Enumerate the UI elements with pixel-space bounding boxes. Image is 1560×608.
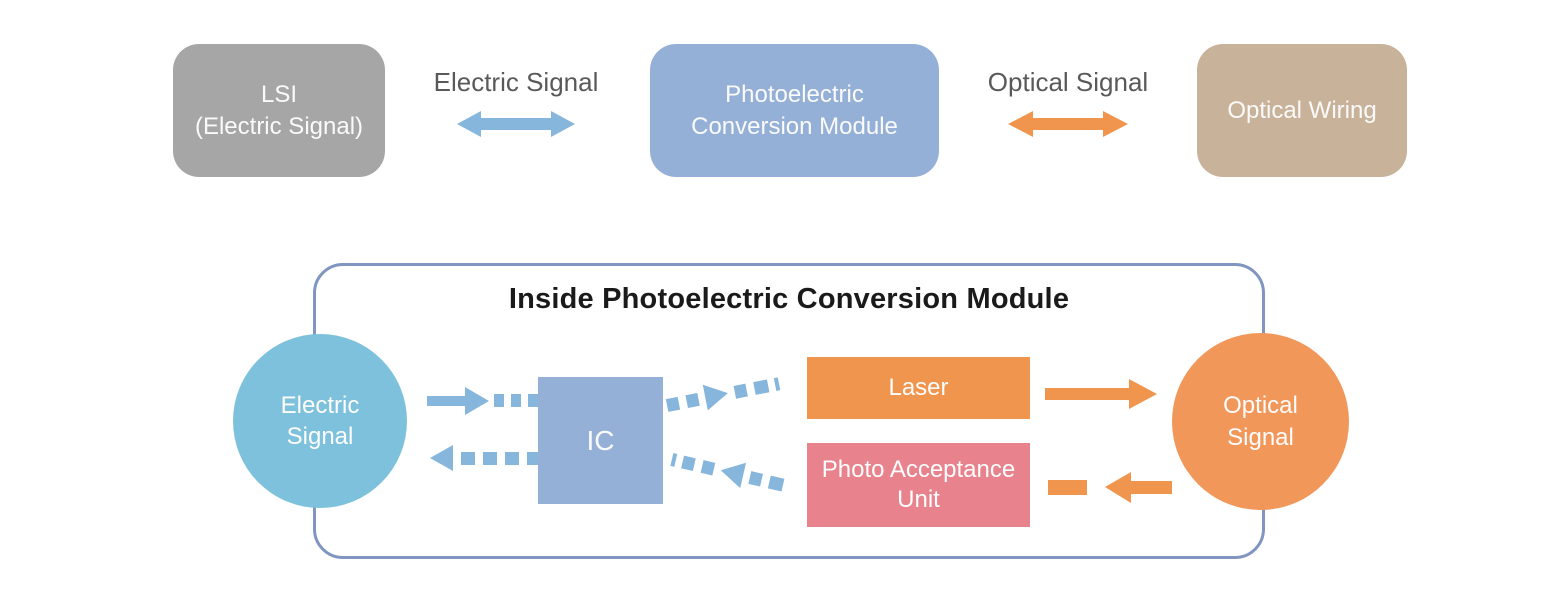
optical-signal-label: Optical Signal [987, 67, 1149, 97]
ic-label: IC [586, 424, 615, 456]
optical-wiring-label: Optical Wiring [1227, 96, 1377, 124]
laser-box: Laser [807, 357, 1030, 419]
optical-circle-line1: Optical [1223, 392, 1298, 420]
optical-wiring-box: Optical Wiring [1197, 44, 1407, 177]
optical-double-arrow-icon [1008, 109, 1128, 144]
ic-to-electric-dashed-arrow-icon [430, 445, 541, 471]
lsi-box-line2: (Electric Signal) [194, 112, 364, 140]
electric-circle-line1: Electric [280, 391, 360, 419]
electric-signal-circle: Electric Signal [233, 334, 407, 508]
electric-circle-line2: Signal [286, 423, 354, 450]
optical-circle-line2: Signal [1227, 423, 1294, 451]
module-box-line2: Conversion Module [691, 112, 898, 140]
photo-acceptance-line2: Unit [897, 486, 940, 513]
electric-signal-label: Electric Signal [433, 67, 599, 97]
ic-box: IC [538, 377, 663, 504]
photo-acceptance-box: Photo Acceptance Unit [807, 443, 1030, 527]
lsi-box-line1: LSI [260, 80, 298, 108]
optical-to-pau-dashed-arrow-icon [1048, 472, 1172, 503]
electric-to-ic-arrow-icon [427, 387, 489, 415]
electric-to-ic-dashes [494, 394, 538, 407]
laser-label: Laser [888, 374, 949, 401]
optical-signal-circle: Optical Signal [1172, 333, 1349, 510]
photo-acceptance-line1: Photo Acceptance [821, 456, 1016, 483]
lsi-box: LSI (Electric Signal) [173, 44, 385, 177]
electric-signal-group: Electric Signal [418, 67, 614, 144]
optical-signal-group: Optical Signal [975, 67, 1161, 144]
photoelectric-module-box: Photoelectric Conversion Module [650, 44, 939, 177]
electric-double-arrow-icon [457, 109, 575, 144]
laser-to-optical-arrow-icon [1045, 379, 1157, 409]
module-detail-title: Inside Photoelectric Conversion Module [508, 283, 1070, 315]
module-box-line1: Photoelectric [725, 80, 864, 108]
